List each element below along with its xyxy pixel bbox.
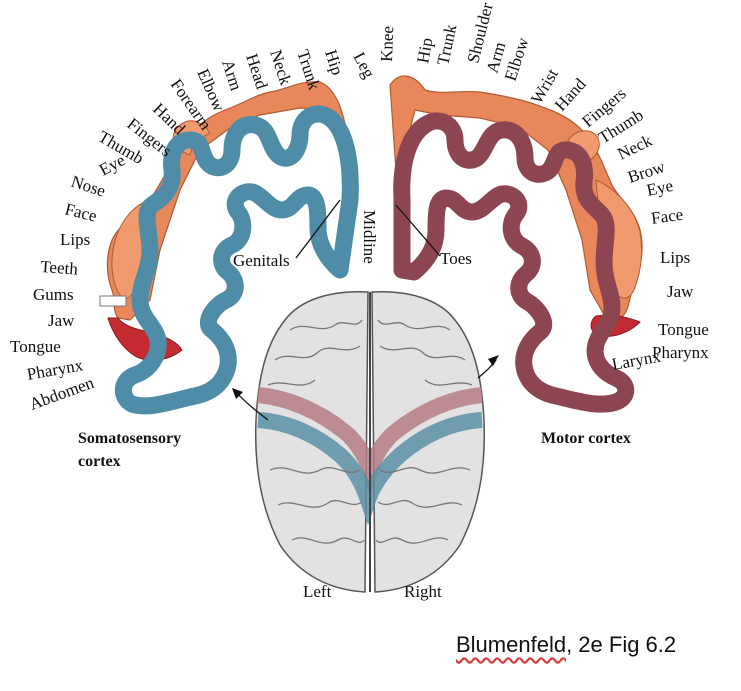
figure-caption: Blumenfeld, 2e Fig 6.2 xyxy=(456,632,676,658)
sensory-arrow-head xyxy=(232,388,243,399)
motor-label-larynx: Larynx xyxy=(610,347,662,374)
motor-label-trunk: Trunk xyxy=(433,22,460,66)
toes-pointer xyxy=(395,204,441,257)
brain-top-view xyxy=(254,291,486,593)
title-somatosensory-cortex: cortex xyxy=(78,453,121,470)
title-somatosensory: Somatosensory xyxy=(78,430,181,447)
brain-sensory-band xyxy=(257,412,483,526)
label-right: Right xyxy=(404,582,442,601)
genitals-pointer xyxy=(295,199,341,259)
sensory-label-lips: Lips xyxy=(60,230,90,249)
sensory-label-face: Face xyxy=(63,199,99,225)
sensory-label-tongue: Tongue xyxy=(10,337,61,356)
label-genitals: Genitals xyxy=(233,251,290,270)
sensory-cortex-strip xyxy=(114,105,359,415)
sensory-label-leg: Leg xyxy=(349,49,378,82)
caption-author: Blumenfeld xyxy=(456,632,567,657)
motor-cortex-strip xyxy=(393,112,635,413)
label-midline: Midline xyxy=(360,210,379,264)
motor-label-eye: Eye xyxy=(645,176,675,200)
motor-label-tongue: Tongue xyxy=(658,320,709,339)
motor-label-jaw: Jaw xyxy=(667,282,694,301)
sensory-label-gums: Gums xyxy=(33,285,74,304)
sensory-teeth xyxy=(99,295,127,307)
sensory-label-hip: Hip xyxy=(321,47,347,77)
arrow-heads xyxy=(232,355,499,399)
motor-label-knee: Knee xyxy=(377,26,397,63)
brain-gyri xyxy=(267,319,473,544)
motor-label-lips: Lips xyxy=(660,248,690,267)
sensory-label-jaw: Jaw xyxy=(48,311,75,330)
caption-reference: , 2e Fig 6.2 xyxy=(566,632,677,657)
sensory-label-teeth: Teeth xyxy=(40,257,79,279)
motor-label-pharynx: Pharynx xyxy=(652,343,709,362)
motor-label-elbow: Elbow xyxy=(501,34,533,83)
motor-label-face: Face xyxy=(650,205,684,228)
motor-arrow-head xyxy=(488,355,499,366)
sensory-label-arm: Arm xyxy=(218,57,246,93)
label-toes: Toes xyxy=(440,249,472,268)
title-motor-cortex: Motor cortex xyxy=(541,430,631,447)
sensory-label-head: Head xyxy=(242,51,271,91)
motor-label-hip: Hip xyxy=(413,36,436,64)
label-left: Left xyxy=(303,582,332,601)
